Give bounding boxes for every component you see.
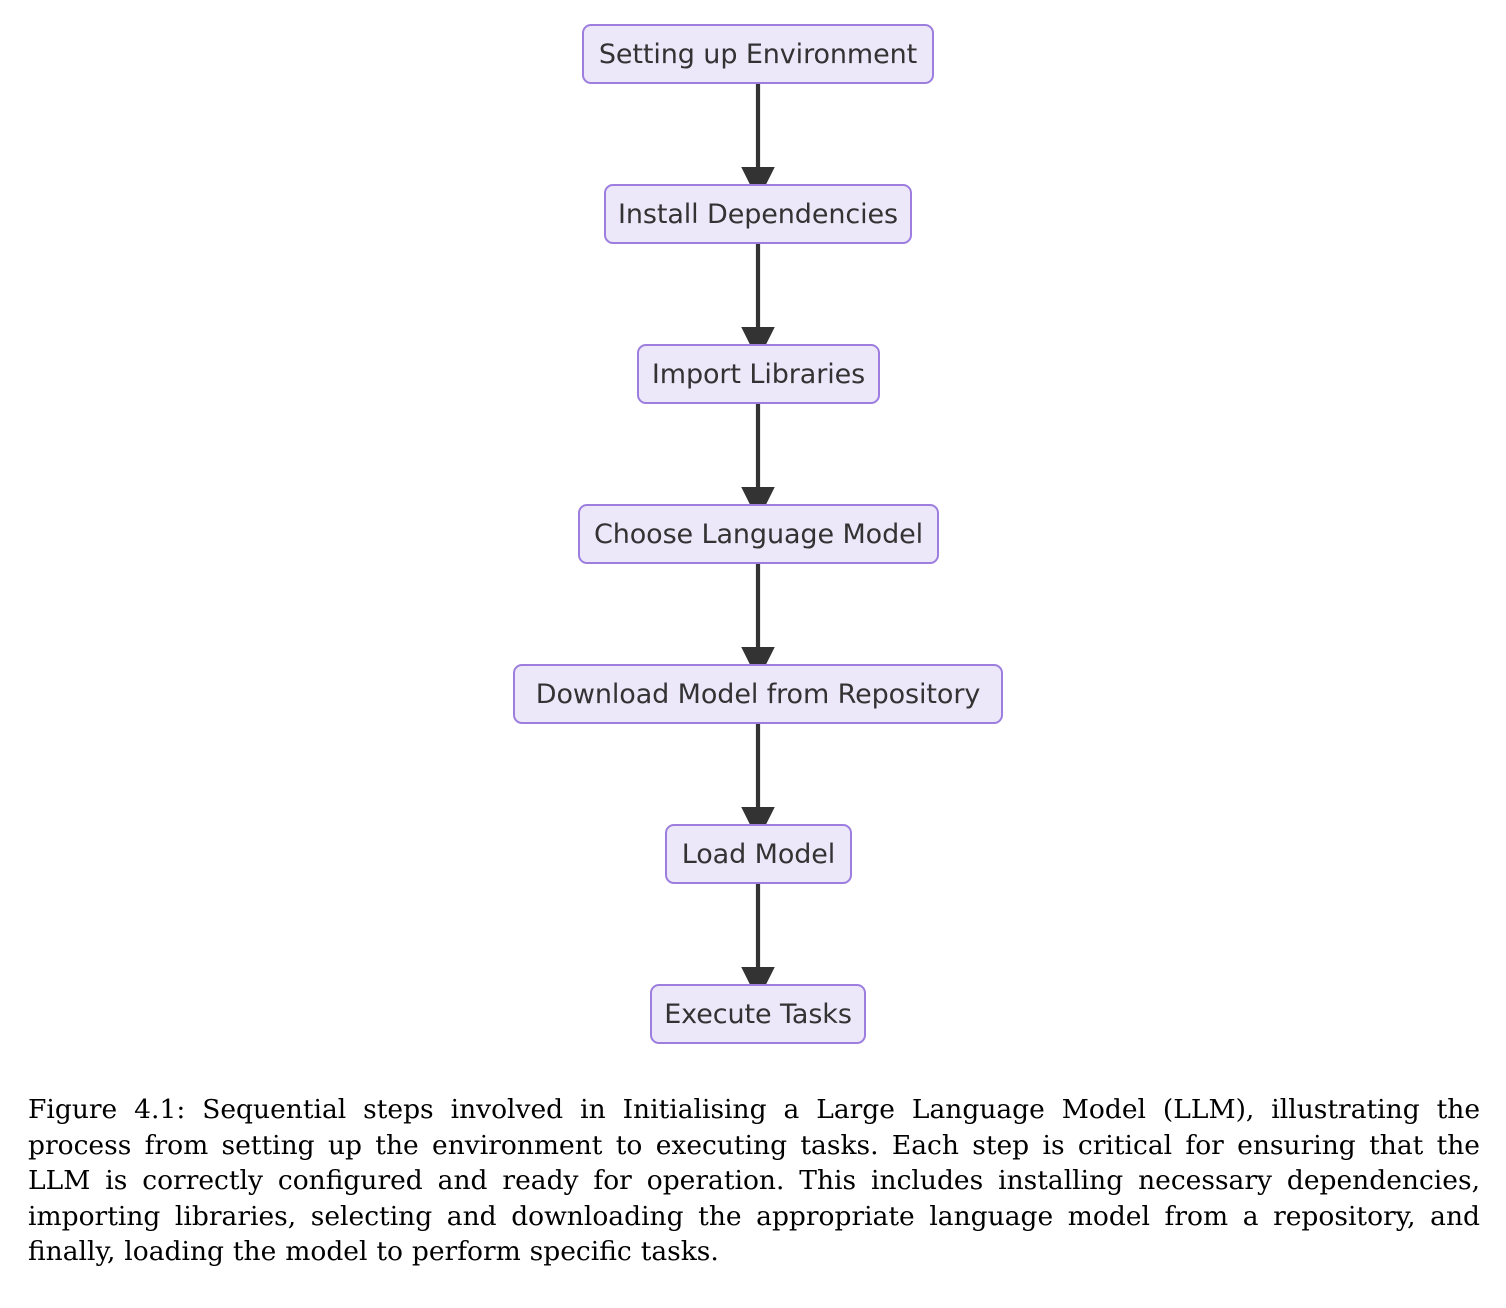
flow-node-label: Load Model <box>681 838 836 870</box>
flow-node-label: Choose Language Model <box>593 518 924 550</box>
flow-node-load-model[interactable]: Load Model <box>665 824 852 884</box>
flow-node-import-libraries[interactable]: Import Libraries <box>637 344 880 404</box>
flow-node-setting-up-environment[interactable]: Setting up Environment <box>582 24 934 84</box>
flowchart-diagram: Setting up Environment Install Dependenc… <box>513 24 1003 1044</box>
flow-node-execute-tasks[interactable]: Execute Tasks <box>650 984 866 1044</box>
flow-node-download-model-from-repository[interactable]: Download Model from Repository <box>513 664 1003 724</box>
flow-node-label: Download Model from Repository <box>535 678 981 710</box>
flow-node-label: Import Libraries <box>651 358 866 390</box>
flow-node-label: Execute Tasks <box>664 998 852 1030</box>
figure-caption: Figure 4.1: Sequential steps involved in… <box>28 1094 1480 1267</box>
flow-node-choose-language-model[interactable]: Choose Language Model <box>578 504 939 564</box>
flow-node-label: Install Dependencies <box>617 198 898 230</box>
flow-node-label: Setting up Environment <box>598 38 918 70</box>
flow-node-install-dependencies[interactable]: Install Dependencies <box>604 184 912 244</box>
